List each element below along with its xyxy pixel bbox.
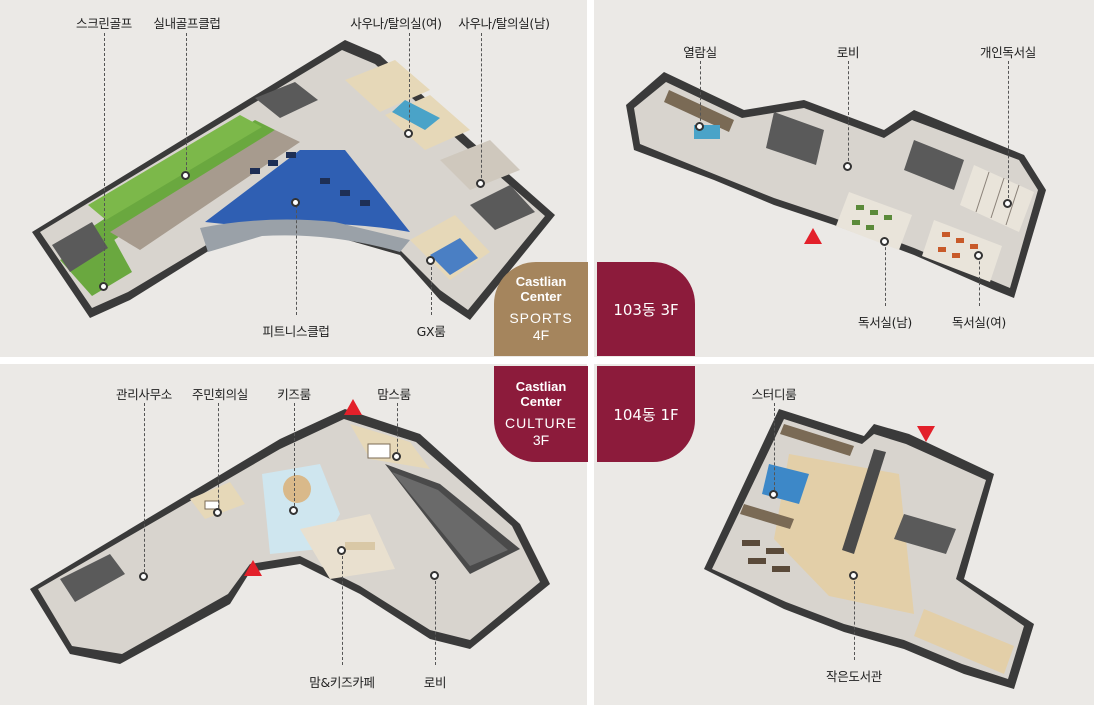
badge-building-103: 103동 3F [597, 262, 695, 356]
badge-sports-name: SPORTS [509, 310, 573, 326]
badge-sports-line1: Castlian [515, 274, 567, 289]
marker-study-room [769, 490, 778, 499]
label-moms-room: 맘스룸 [377, 387, 411, 402]
leader-mom-kids-cafe [342, 551, 343, 665]
marker-screen-golf [99, 282, 108, 291]
label-lobby-culture: 로비 [423, 675, 447, 690]
entrance-arrow [804, 228, 822, 244]
label-fitness: 피트니스클럽 [262, 324, 330, 339]
marker-management-office [139, 572, 148, 581]
label-private-study: 개인독서실 [979, 45, 1037, 60]
badge-103-text: 103동 3F [613, 300, 679, 319]
entrance-arrow-culture-1 [244, 560, 262, 576]
marker-lobby-culture [430, 571, 439, 580]
leader-lobby-103 [848, 61, 849, 166]
marker-residents-meeting [213, 508, 222, 517]
label-residents-meeting: 주민회의실 [191, 387, 249, 402]
marker-sauna-women [404, 129, 413, 138]
badge-culture-floor: 3F [532, 432, 550, 448]
leader-moms-room [397, 403, 398, 457]
golf-green-area [60, 120, 275, 262]
entrance-arrow-culture-2 [344, 399, 362, 415]
leader-study-men [885, 242, 886, 306]
marker-fitness [291, 198, 300, 207]
label-lobby-103: 로비 [836, 45, 860, 60]
badge-104-text: 104동 1F [613, 405, 679, 424]
fitness-floor-area [205, 150, 410, 232]
label-sauna-men: 사우나/탈의실(남) [458, 16, 550, 31]
leader-study-women [979, 256, 980, 306]
label-indoor-golf: 실내골프클럽 [153, 16, 221, 31]
leader-indoor-golf [186, 33, 187, 175]
culture-floor-illustration [30, 409, 550, 664]
leader-kids-room [294, 403, 295, 511]
badge-sports-floor: 4F [532, 327, 550, 343]
leader-gx-room [431, 262, 432, 315]
marker-gx-room [426, 256, 435, 265]
marker-small-library [849, 571, 858, 580]
leader-fitness [296, 205, 297, 315]
leader-screen-golf [104, 33, 105, 286]
badge-building-104: 104동 1F [597, 366, 695, 462]
building-103-illustration [626, 72, 1046, 298]
label-management-office: 관리사무소 [115, 387, 173, 402]
marker-kids-room [289, 506, 298, 515]
marker-study-men [880, 237, 889, 246]
badge-culture-name: CULTURE [504, 415, 578, 431]
label-sauna-women: 사우나/탈의실(여) [350, 16, 442, 31]
label-study-women: 독서실(여) [952, 315, 1006, 330]
leader-reading-room [700, 61, 701, 126]
marker-mom-kids-cafe [337, 546, 346, 555]
badge-culture-line2: Center [520, 394, 562, 409]
label-small-library: 작은도서관 [825, 669, 883, 684]
building-104-illustration [704, 409, 1034, 689]
label-mom-kids-cafe: 맘&키즈카페 [309, 675, 375, 690]
library-wood-floor [774, 454, 914, 614]
leader-small-library [854, 576, 855, 660]
leader-study-room [774, 403, 775, 495]
marker-sauna-men [476, 179, 485, 188]
leader-lobby-culture [435, 576, 436, 665]
leader-private-study [1008, 61, 1009, 203]
leader-sauna-men [481, 33, 482, 183]
label-kids-room: 키즈룸 [277, 387, 311, 402]
sports-floor-illustration [32, 40, 555, 320]
badge-castlian-culture: Castlian Center CULTURE 3F [494, 366, 588, 462]
entrance-arrow-104 [917, 426, 935, 442]
building-104-floor-plan: 스터디룸 작은도서관 [594, 364, 1094, 705]
marker-private-study [1003, 199, 1012, 208]
badge-castlian-sports: Castlian Center SPORTS 4F [494, 262, 588, 356]
badge-sports-line2: Center [520, 289, 562, 304]
culture-floor-plan: 관리사무소 주민회의실 키즈룸 맘스룸 맘&키즈카페 로비 [0, 364, 587, 705]
label-gx-room: GX룸 [416, 324, 446, 339]
leader-residents-meeting [218, 403, 219, 513]
label-study-room: 스터디룸 [751, 387, 797, 402]
sports-floor-plan: 스크린골프 실내골프클럽 사우나/탈의실(여) 사우나/탈의실(남) 피트니스클… [0, 0, 587, 357]
marker-indoor-golf [181, 171, 190, 180]
label-screen-golf: 스크린골프 [75, 16, 133, 31]
marker-moms-room [392, 452, 401, 461]
label-reading-room: 열람실 [683, 45, 717, 60]
badge-culture-line1: Castlian [515, 379, 567, 394]
leader-management-office [144, 403, 145, 577]
marker-study-women [974, 251, 983, 260]
leader-sauna-women [409, 33, 410, 133]
marker-reading-room [695, 122, 704, 131]
marker-lobby-103 [843, 162, 852, 171]
label-study-men: 독서실(남) [858, 315, 912, 330]
